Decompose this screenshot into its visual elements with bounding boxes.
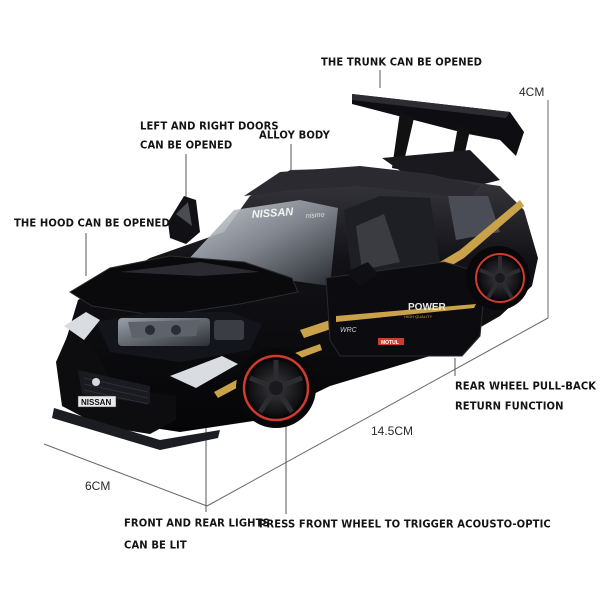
open-passenger-door: [168, 196, 200, 244]
front-fascia: NISSAN: [52, 312, 238, 450]
rear-spoiler: [352, 94, 524, 196]
lights-label-line2: CAN BE LIT: [124, 540, 187, 552]
callout-lines: [85, 70, 456, 514]
doors-label-line1: LEFT AND RIGHT DOORS: [140, 121, 279, 133]
open-hood: [69, 255, 299, 317]
length-dim-line: [206, 317, 549, 507]
width-dim-line: [43, 443, 208, 507]
license-plate: [77, 395, 117, 408]
rear-wheel: [466, 246, 530, 310]
acousto-optic-label: PRESS FRONT WHEEL TO TRIGGER ACOUSTO-OPT…: [259, 519, 551, 531]
dimension-lines: [43, 100, 549, 507]
length-dimension: 14.5CM: [371, 424, 414, 438]
sponsor-decal: MOTUL: [381, 340, 399, 346]
width-dimension: 6CM: [85, 479, 111, 493]
hood-label: THE HOOD CAN BE OPENED: [14, 218, 170, 230]
pullback-label-line2: RETURN FUNCTION: [455, 401, 564, 413]
door-decal-sub: HIGH QUALITY: [404, 314, 433, 319]
lights-label-line1: FRONT AND REAR LIGHTS: [124, 518, 270, 530]
front-wheel: [236, 348, 316, 428]
car-body: NISSAN nismo: [60, 166, 538, 432]
pullback-label-line1: REAR WHEEL PULL-BACK: [455, 381, 597, 393]
wrc-decal: WRC: [340, 327, 358, 334]
height-dimension: 4CM: [519, 85, 545, 99]
roof-brand-decal: NISSAN: [251, 206, 294, 221]
trunk-label: THE TRUNK CAN BE OPENED: [321, 57, 483, 69]
door-decal-text: POWER: [408, 302, 447, 313]
roof-sub-decal: nismo: [306, 212, 325, 220]
engine-bay: [96, 312, 262, 362]
doors-label-line2: CAN BE OPENED: [140, 140, 233, 152]
open-driver-door: POWER HIGH QUALITY WRC MOTUL: [325, 261, 487, 357]
plate-text: NISSAN: [81, 398, 111, 407]
alloy-body-label: ALLOY BODY: [259, 130, 330, 142]
